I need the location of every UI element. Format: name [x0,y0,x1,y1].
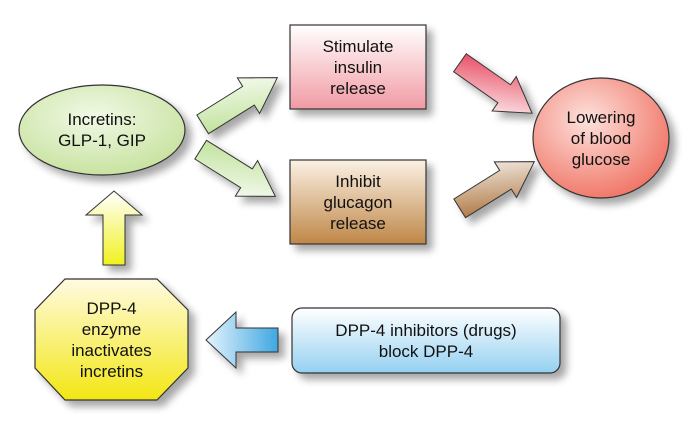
node-enzyme-shape [34,278,189,401]
inhibit-glucagon-label: Inhibit glucagon release [323,171,393,233]
stimulate-insulin-label: Stimulate insulin release [322,36,394,98]
lowering-glucose-label: Lowering of blood glucose [566,107,636,169]
arrow-inhibitors-to-enzyme [205,310,279,370]
arrow-glucagon-to-glucose [453,161,536,219]
node-incretins-shape [18,84,186,176]
dpp4-enzyme-label: DPP-4 enzyme inactivates incretins [71,298,152,381]
arrow-incretins-to-insulin [196,77,279,135]
node-insulin-shape [289,24,427,110]
arrow-insulin-to-glucose [452,53,533,114]
node-inhibitor-shape [291,307,561,374]
arrow-incretins-to-glucagon [194,139,277,197]
arrow-enzyme-to-incretins [84,190,144,266]
node-glucagon-shape [289,159,427,245]
node-glucose-shape [532,77,670,199]
incretins-label: Incretins: GLP-1, GIP [58,110,146,150]
dpp4-inhibitors-label: DPP-4 inhibitors (drugs) block DPP-4 [335,320,517,361]
